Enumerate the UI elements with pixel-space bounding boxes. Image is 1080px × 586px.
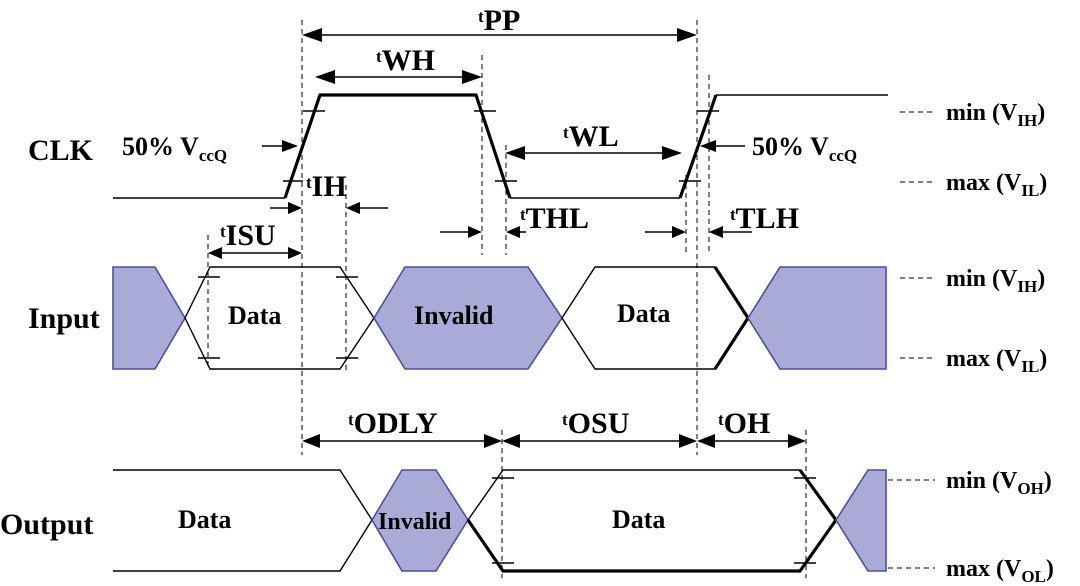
level-output-max: max (VOL) [946,556,1054,586]
twh-arrow [315,70,482,84]
output-data-label-1: Data [178,505,231,534]
clk-50pct-right-arrow [700,140,745,152]
input-data-label-1: Data [228,301,281,330]
level-clk-min: min (VIH) [946,100,1045,130]
tosu-label: tOSU [562,407,629,440]
clk-50pct-left: 50% VccQ [122,132,227,165]
clk-signal-label: CLK [28,134,94,167]
level-input-max: max (VIL) [946,346,1047,376]
todly-label: tODLY [348,407,438,440]
input-invalid-left [112,266,186,370]
twl-arrow [505,146,682,160]
level-input-min: min (VIH) [946,266,1045,296]
input-signal-label: Input [28,302,100,335]
ttlh-label: tTLH [730,202,799,235]
toh-arrow [697,434,806,448]
level-output-min: min (VOH) [946,468,1052,498]
twl-label: tWL [563,120,619,153]
tih-arrows [270,202,388,214]
input-invalid-label: Invalid [414,301,494,330]
reference-lines [207,20,807,578]
level-labels: min (VIH) max (VIL) min (VIH) max (VIL) … [888,100,1054,586]
output-signal-label: Output [0,508,93,541]
tpp-arrow [302,28,697,42]
tthl-label: tTHL [520,202,589,235]
input-waveform [112,266,887,370]
output-invalid-right [835,469,887,572]
tosu-arrow [502,434,697,448]
tpp-label: tPP [478,4,520,37]
output-data-label-2: Data [612,505,665,534]
tisu-arrow [208,247,302,259]
twh-label: tWH [376,44,435,77]
toh-label: tOH [718,407,770,440]
ttlh-arrows [645,226,752,238]
input-invalid-right [747,266,887,370]
output-waveform [113,469,887,573]
output-invalid-label: Invalid [378,509,452,535]
tthl-arrows [440,226,526,238]
clk-50pct-left-arrow [262,140,298,152]
clk-waveform [113,93,888,199]
tisu-label: tISU [220,219,276,252]
tih-label: tIH [306,170,347,203]
input-data-label-2: Data [617,299,670,328]
level-clk-max: max (VIL) [946,170,1047,200]
todly-arrow [302,434,502,448]
clk-50pct-right: 50% VccQ [752,132,857,165]
